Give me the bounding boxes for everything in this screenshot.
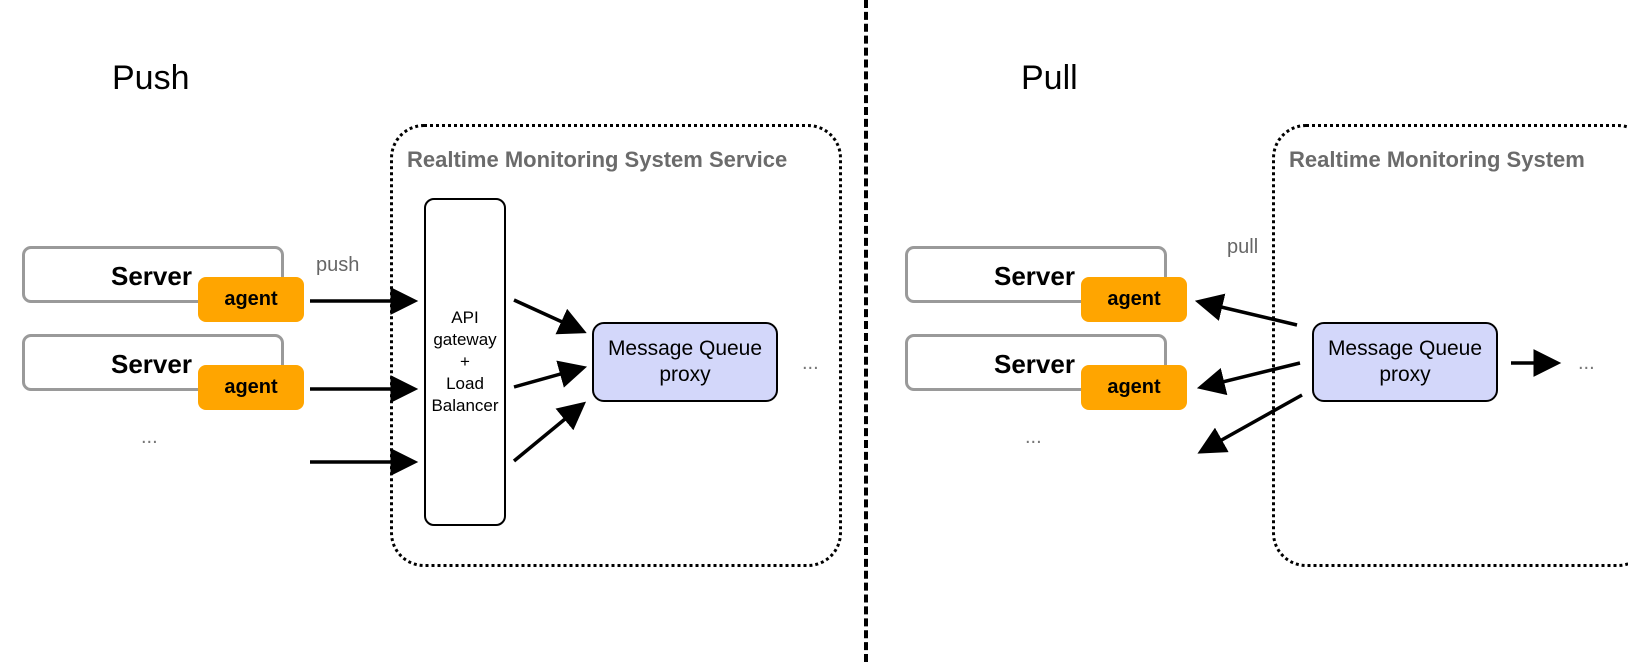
push-region-label: Realtime Monitoring System Service <box>407 147 788 172</box>
push-monitoring-region: Realtime Monitoring System Service <box>390 124 842 567</box>
api-gateway-load-balancer: API gateway + Load Balancer <box>424 198 506 526</box>
gateway-line: API <box>451 308 479 327</box>
server-label: Server <box>994 261 1075 291</box>
pull-region-label: Realtime Monitoring System <box>1289 147 1585 172</box>
pull-agent-2: agent <box>1081 365 1187 410</box>
mq-line: proxy <box>659 363 711 386</box>
push-server-2: Server <box>22 334 284 391</box>
gateway-to-mq-arrow-3 <box>512 401 587 463</box>
section-divider <box>864 0 868 662</box>
push-agent-1: agent <box>198 277 304 322</box>
pull-title: Pull <box>1021 59 1078 97</box>
push-title: Push <box>112 59 190 97</box>
gateway-line: + <box>460 352 470 371</box>
pull-monitoring-region: Realtime Monitoring System <box>1272 124 1628 567</box>
mq-line: proxy <box>1379 363 1431 386</box>
pull-arrow-1 <box>1194 293 1298 327</box>
server-label: Server <box>994 349 1075 379</box>
push-downstream-ellipsis: ... <box>802 352 819 374</box>
pull-more-servers: ... <box>1025 426 1042 448</box>
pull-agent-1: agent <box>1081 277 1187 322</box>
pull-arrow-3 <box>1197 393 1303 454</box>
gateway-line: gateway <box>433 330 497 349</box>
pull-arrow-2 <box>1196 361 1301 396</box>
push-arrow-label: push <box>316 254 360 276</box>
pull-downstream-ellipsis: ... <box>1578 352 1595 374</box>
pull-message-queue-proxy: Message Queue proxy <box>1312 322 1498 402</box>
mq-line: Message Queue <box>1327 337 1483 360</box>
pull-arrow-label: pull <box>1227 236 1259 258</box>
gateway-line: Balancer <box>431 396 499 415</box>
pull-server-2: Server <box>905 334 1167 391</box>
mq-line: Message Queue <box>607 337 763 360</box>
push-agent-2: agent <box>198 365 304 410</box>
gateway-to-mq-arrow-2 <box>513 360 588 389</box>
push-more-servers: ... <box>141 426 158 448</box>
gateway-to-mq-arrow-1 <box>513 298 587 335</box>
push-message-queue-proxy: Message Queue proxy <box>592 322 778 402</box>
gateway-line: Load <box>446 374 484 393</box>
push-server-1: Server <box>22 246 284 303</box>
server-label: Server <box>111 349 192 379</box>
server-label: Server <box>111 261 192 291</box>
